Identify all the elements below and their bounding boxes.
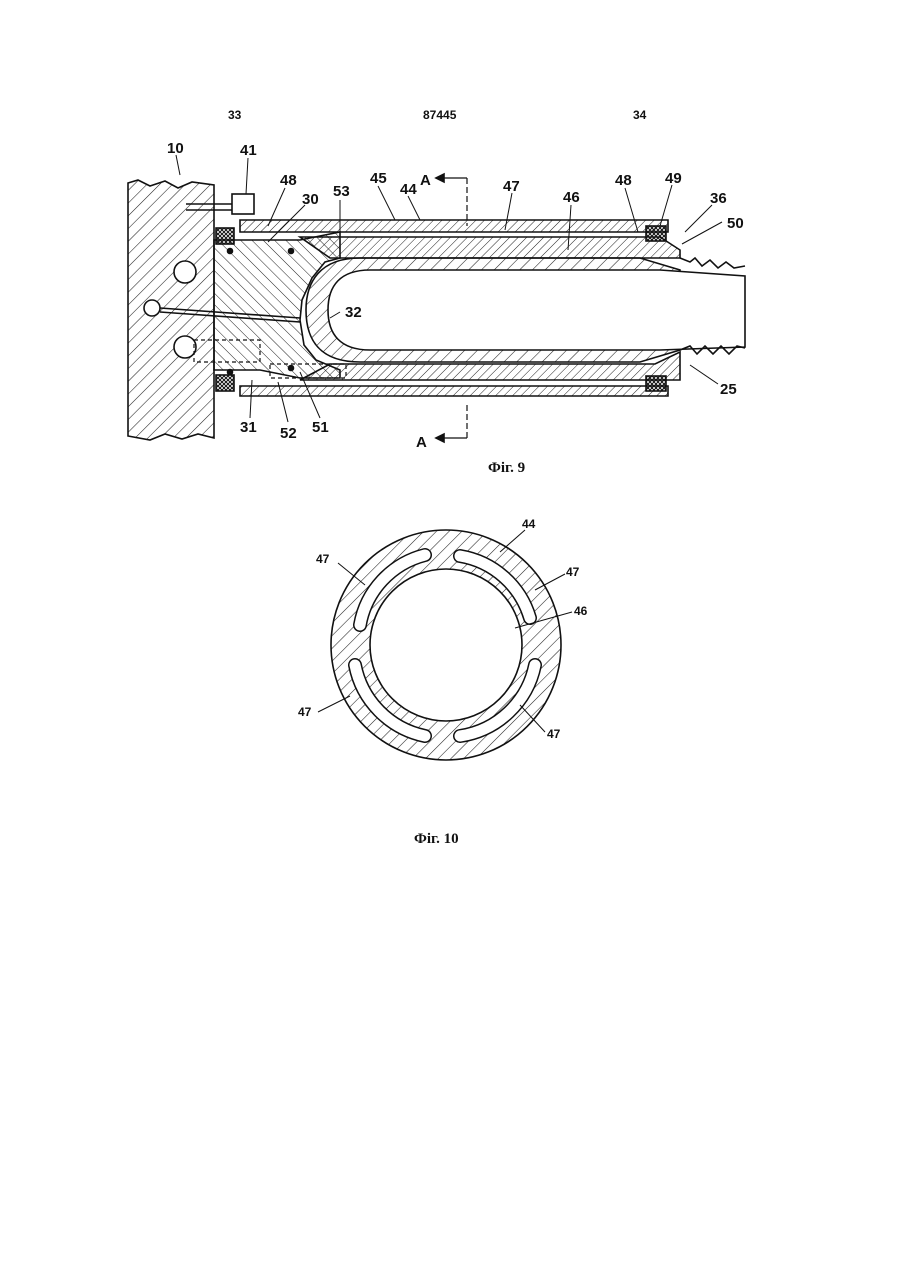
fig9-label-53: 53 — [333, 183, 350, 200]
neck-thread — [680, 258, 745, 268]
fig9-label-48-left: 48 — [280, 172, 297, 189]
fig9-label-30: 30 — [302, 191, 319, 208]
section-marker-top: A — [420, 172, 431, 189]
fig9-label-31: 31 — [240, 419, 257, 436]
fig9-label-32: 32 — [345, 304, 362, 321]
section-marker-bottom: A — [416, 434, 427, 451]
fig9-label-51: 51 — [312, 419, 329, 436]
cooling-channel-lower — [174, 336, 196, 358]
figure-10-caption: Фіг. 10 — [414, 831, 459, 848]
fig10-label-44: 44 — [522, 517, 536, 531]
seal-bottom-right — [646, 376, 666, 391]
cooling-channel-center — [144, 300, 160, 316]
fig9-label-45: 45 — [370, 170, 387, 187]
figure-10-drawing — [318, 530, 572, 760]
fig9-label-49: 49 — [665, 170, 682, 187]
fig9-label-46: 46 — [563, 189, 580, 206]
seal-top-right — [646, 226, 666, 241]
seal-top-left — [216, 228, 234, 244]
seal-bottom-left — [216, 375, 234, 391]
fig10-label-47-bottom-left: 47 — [298, 705, 312, 719]
figure-9-drawing — [128, 155, 745, 442]
mould-block — [128, 180, 214, 440]
fig9-label-50: 50 — [727, 215, 744, 232]
fig10-label-47-top-right: 47 — [566, 565, 580, 579]
fig10-label-46: 46 — [574, 604, 588, 618]
fig9-label-41: 41 — [240, 142, 257, 159]
outer-sleeve — [240, 220, 668, 232]
inner-sleeve-top — [300, 237, 680, 258]
fig9-label-44: 44 — [400, 181, 417, 198]
fig10-label-47-bottom-right: 47 — [547, 727, 561, 741]
fig9-label-52: 52 — [280, 425, 297, 442]
inner-bore — [370, 569, 522, 721]
fig9-label-47: 47 — [503, 178, 520, 195]
figure-9-caption: Фіг. 9 — [488, 460, 525, 477]
actuator-41 — [232, 194, 254, 214]
preform-cavity — [328, 270, 745, 350]
fig9-label-48-right: 48 — [615, 172, 632, 189]
fig9-label-25: 25 — [720, 381, 737, 398]
cooling-channel-upper — [174, 261, 196, 283]
fig9-label-36: 36 — [710, 190, 727, 207]
fig9-label-10: 10 — [167, 140, 184, 157]
fig10-label-47-top-left: 47 — [316, 552, 330, 566]
